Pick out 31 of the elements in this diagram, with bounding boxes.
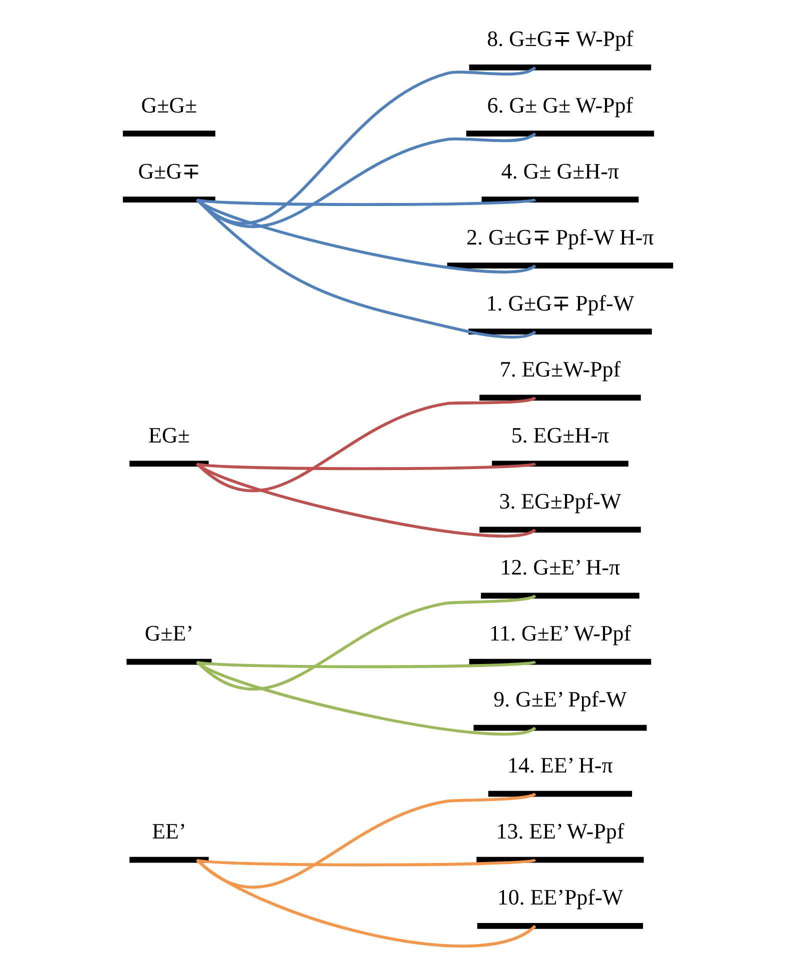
node-text: 10. EE’Ppf-W — [496, 884, 623, 910]
node-text: 6. G± G± W-Ppf — [486, 92, 633, 118]
node-text: 1. G±G∓ Ppf-W — [486, 290, 634, 316]
connector — [196, 660, 535, 668]
node-text: 8. G±G∓ W-Ppf — [486, 26, 633, 52]
node-text: 12. G±E’ H-π — [500, 554, 620, 580]
node-text: 14. EE’ H-π — [506, 752, 612, 778]
connector — [196, 594, 536, 691]
node-text: EE’ — [151, 818, 186, 844]
node-text: 4. G± G±H-π — [500, 158, 619, 184]
node-text: 9. G±E’ Ppf-W — [493, 686, 626, 712]
node-text: 5. EG±H-π — [510, 422, 609, 448]
node-text: 13. EE’ W-Ppf — [496, 818, 624, 844]
node-text: 11. G±E’ W-Ppf — [488, 620, 631, 646]
node-text: 7. EG±W-Ppf — [499, 356, 620, 382]
connector — [196, 858, 536, 948]
connector — [196, 792, 536, 889]
node-text: EG± — [148, 422, 190, 448]
connector — [196, 660, 536, 736]
connector — [196, 198, 535, 206]
connector — [196, 462, 535, 470]
connector — [196, 198, 536, 274]
connector — [195, 198, 536, 339]
connector — [196, 858, 535, 866]
connector — [196, 462, 536, 538]
node-text: G±G∓ — [138, 158, 200, 184]
connector — [196, 396, 536, 492]
node-text: 2. G±G∓ Ppf-W H-π — [466, 224, 654, 250]
node-text: G±G± — [140, 92, 197, 118]
node-text: 3. EG±Ppf-W — [498, 488, 621, 514]
node-text: G±E’ — [144, 620, 193, 646]
